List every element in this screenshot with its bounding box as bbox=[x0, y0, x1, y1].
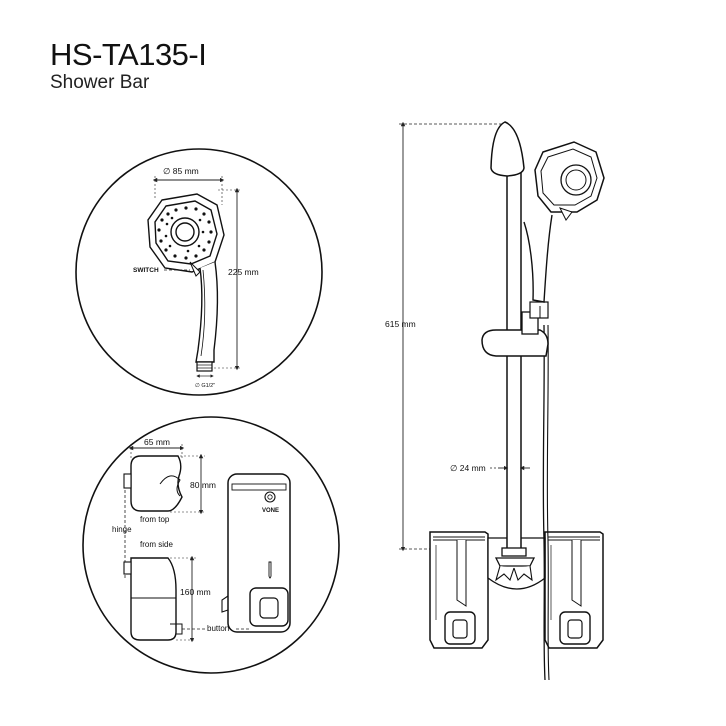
label-depth: 80 mm bbox=[190, 480, 216, 490]
label-from-top: from top bbox=[140, 515, 170, 524]
dispenser-detail: 65 mm 80 mm from top hinge from side 160… bbox=[82, 416, 340, 674]
label-head-diameter: ∅ 85 mm bbox=[163, 166, 199, 176]
dispenser-top-view bbox=[123, 455, 183, 512]
thread-connector bbox=[196, 361, 213, 372]
model-title: HS-TA135-I bbox=[50, 37, 207, 72]
label-from-side: from side bbox=[140, 540, 173, 549]
rail-top-cap bbox=[490, 121, 525, 177]
label-hinge: hinge bbox=[112, 525, 132, 534]
label-thread: ∅ G1/2" bbox=[195, 382, 215, 389]
label-width: 65 mm bbox=[144, 437, 170, 447]
dispenser-side-view bbox=[123, 557, 183, 641]
label-height: 160 mm bbox=[180, 587, 211, 597]
right-dispenser bbox=[544, 531, 604, 649]
shower-hose bbox=[542, 324, 546, 681]
left-dispenser bbox=[429, 531, 489, 649]
rail-bottom-bracket bbox=[494, 547, 536, 582]
label-switch: SWITCH bbox=[133, 267, 159, 274]
shower-rail-assembly: 615 mm bbox=[385, 121, 605, 681]
slider-clamp bbox=[481, 301, 549, 357]
nozzle-dots bbox=[157, 206, 213, 260]
handshower-head bbox=[147, 193, 225, 273]
switch-knob bbox=[189, 261, 201, 277]
brand-logo: VONE bbox=[262, 508, 279, 514]
detail-circle-dispenser bbox=[82, 416, 340, 674]
label-button: button bbox=[207, 624, 229, 633]
label-handshower-length: 225 mm bbox=[228, 267, 259, 277]
rail-handshower bbox=[523, 141, 605, 303]
label-rail-diameter: ∅ 24 mm bbox=[450, 463, 486, 473]
label-rail-height: 615 mm bbox=[385, 319, 416, 329]
product-subtitle: Shower Bar bbox=[50, 72, 150, 93]
handshower-detail: ∅ 85 mm 225 mm SWITCH ∅ G1/2" bbox=[75, 148, 323, 396]
dispenser-front-view bbox=[221, 473, 291, 633]
